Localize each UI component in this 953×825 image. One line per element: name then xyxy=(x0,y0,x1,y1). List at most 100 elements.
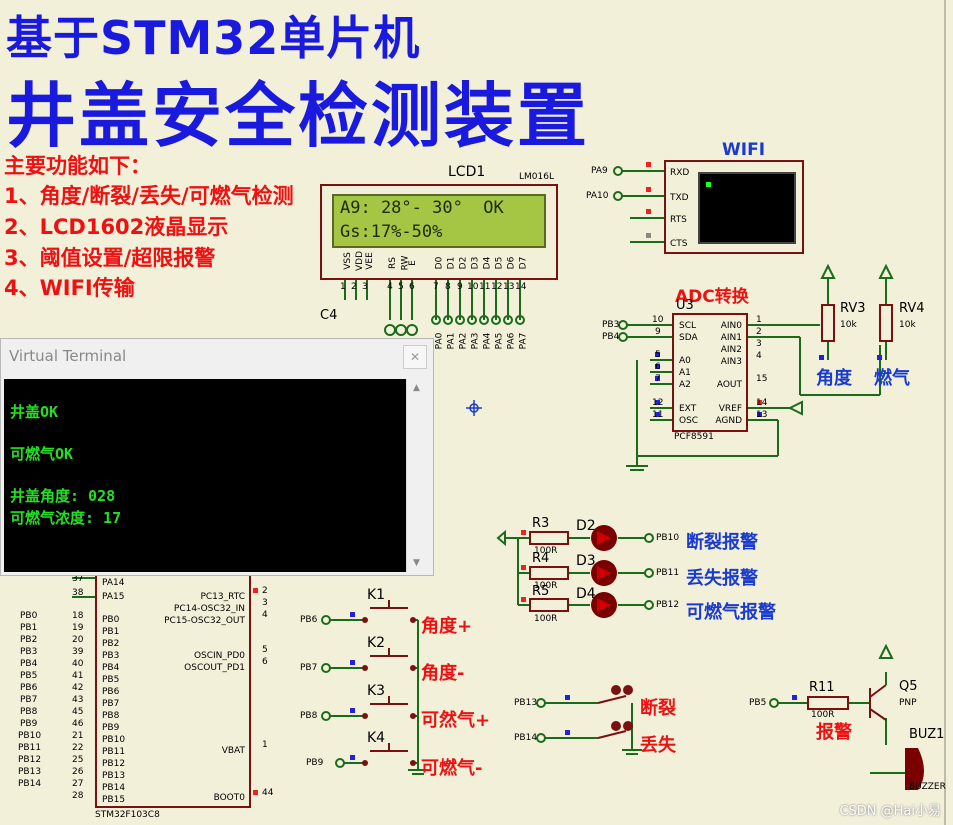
feature-item: 1、角度/断裂/丢失/可燃气检测 xyxy=(4,184,294,208)
pot-label: 燃气 xyxy=(874,368,910,389)
adc-chip: SCL SDA A0 A1 A2 EXT OSC AIN0 AIN1 AIN2 … xyxy=(672,313,748,432)
net-label: PB4 xyxy=(602,332,620,342)
adc-pin: OSC xyxy=(679,416,699,426)
net-label: PB5 xyxy=(20,671,38,681)
mcu-pin-number: 22 xyxy=(72,743,84,753)
lcd-pin-number: 3 xyxy=(362,282,368,292)
wifi-pin: TXD xyxy=(670,193,689,203)
lcd-pin-number: 7 xyxy=(433,282,439,292)
key-ref: K4 xyxy=(367,730,386,746)
terminal-output[interactable]: 井盖OK 可燃气OK 井盖角度: 028 可燃气浓度: 17 xyxy=(4,379,406,572)
pot-ref: RV4 xyxy=(899,301,925,316)
net-label: PB10 xyxy=(656,533,680,543)
mcu-pin-number: 40 xyxy=(72,659,84,669)
mcu-chip: PA14 PA15 PB0 PB1 PB2 PB3 PB4 PB5 PB6 PB… xyxy=(95,572,251,808)
adc-pin: EXT xyxy=(679,404,697,414)
mcu-pin: PB5 xyxy=(102,675,120,685)
lcd-pin-number: 14 xyxy=(515,282,527,292)
led-ref: D3 xyxy=(576,553,596,569)
adc-pin: AIN2 xyxy=(720,345,742,355)
mcu-pin-number: 20 xyxy=(72,635,84,645)
virtual-terminal-window[interactable]: Virtual Terminal ✕ 井盖OK 可燃气OK 井盖角度: 028 … xyxy=(0,338,434,576)
wifi-screen xyxy=(698,172,796,244)
mcu-pin: VBAT xyxy=(221,746,245,756)
net-label: PA2 xyxy=(458,332,469,350)
net-label: PB0 xyxy=(20,611,38,621)
adc-pin-number: 14 xyxy=(756,398,768,408)
lcd-pin-number: 8 xyxy=(445,282,451,292)
pot-ref: RV3 xyxy=(840,301,866,316)
adc-pin-number: 13 xyxy=(756,410,768,420)
switch-label: 断裂 xyxy=(640,698,676,719)
lcd-pin: D5 xyxy=(494,256,505,270)
pot-value: 10k xyxy=(840,320,857,330)
lcd-pin: D3 xyxy=(470,256,481,270)
net-label: PB9 xyxy=(20,719,38,729)
terminal-line: 可燃气浓度: 17 xyxy=(10,509,122,527)
lcd-pin: D2 xyxy=(458,256,469,270)
key-label: 角度+ xyxy=(421,616,473,637)
lcd-pin-number: 12 xyxy=(491,282,503,292)
net-label: PB8 xyxy=(300,711,318,721)
adc-pin-number: 6 xyxy=(655,362,661,372)
terminal-line: 可燃气OK xyxy=(10,445,74,463)
lcd-module: A9: 28°- 30° OK Gs:17%-50% xyxy=(320,184,558,280)
resistor-value: 100R xyxy=(534,614,558,624)
key-ref: K2 xyxy=(367,635,386,651)
adc-pin: AGND xyxy=(715,416,742,426)
mcu-pin-number: 18 xyxy=(72,611,84,621)
mcu-pin: PC15-OSC32_OUT xyxy=(164,616,245,626)
wifi-pin: CTS xyxy=(670,239,688,249)
mcu-pin: PB3 xyxy=(102,651,120,661)
pot-value: 10k xyxy=(899,320,916,330)
adc-pin-number: 10 xyxy=(652,315,664,325)
pot-label: 角度 xyxy=(816,368,852,389)
adc-pin: A2 xyxy=(679,380,691,390)
net-label: PA1 xyxy=(446,332,457,350)
lcd-pin: D7 xyxy=(518,256,529,270)
net-label: PB10 xyxy=(18,731,42,741)
resistor-value: 100R xyxy=(534,581,558,591)
scroll-up-icon[interactable]: ▲ xyxy=(413,383,420,393)
adc-pin: SDA xyxy=(679,333,698,343)
resistor-ref: R11 xyxy=(809,680,835,695)
adc-model: PCF8591 xyxy=(674,432,714,442)
mcu-pin: PC14-OSC32_IN xyxy=(173,604,245,614)
net-label: PB12 xyxy=(18,755,42,765)
scroll-down-icon[interactable]: ▼ xyxy=(413,558,420,568)
mcu-pin-number: 38 xyxy=(72,588,84,598)
terminal-scrollbar[interactable]: ▲ ▼ xyxy=(406,379,429,572)
resistor-ref: R5 xyxy=(532,584,550,599)
buzzer-type: BUZZER xyxy=(909,782,946,792)
adc-pin-number: 15 xyxy=(756,374,768,384)
close-icon[interactable]: ✕ xyxy=(403,345,427,369)
wifi-pin: RXD xyxy=(670,168,690,178)
adc-pin-number: 1 xyxy=(756,315,762,325)
adc-pin: VREF xyxy=(718,404,742,414)
terminal-line: 井盖OK xyxy=(10,403,59,421)
lcd-ref: LCD1 xyxy=(448,164,486,180)
adc-pin-number: 5 xyxy=(655,350,661,360)
mcu-pin-number: 27 xyxy=(72,779,84,789)
mcu-pin: PB15 xyxy=(102,795,126,805)
wifi-status-icon xyxy=(706,182,711,187)
virtual-terminal-title: Virtual Terminal xyxy=(9,347,127,365)
net-label: PB8 xyxy=(20,707,38,717)
buzzer-label: 报警 xyxy=(816,722,852,743)
net-label: PB3 xyxy=(20,647,38,657)
wifi-pin: RTS xyxy=(670,215,687,225)
feature-item: 4、WIFI传输 xyxy=(4,276,135,300)
lcd-line2: Gs:17%-50% xyxy=(340,222,443,242)
mcu-pin: PB2 xyxy=(102,639,120,649)
lcd-pin: VSS xyxy=(342,252,353,270)
mcu-pin: PB4 xyxy=(102,663,120,673)
net-label: PB13 xyxy=(18,767,42,777)
wifi-module: RXD TXD RTS CTS xyxy=(664,160,804,254)
mcu-pin-number: 5 xyxy=(262,645,268,655)
net-label: PB6 xyxy=(20,683,38,693)
lcd-pin-number: 9 xyxy=(457,282,463,292)
switch-label: 丢失 xyxy=(640,735,676,756)
net-label: PA10 xyxy=(586,191,609,201)
mcu-pin: PB13 xyxy=(102,771,126,781)
